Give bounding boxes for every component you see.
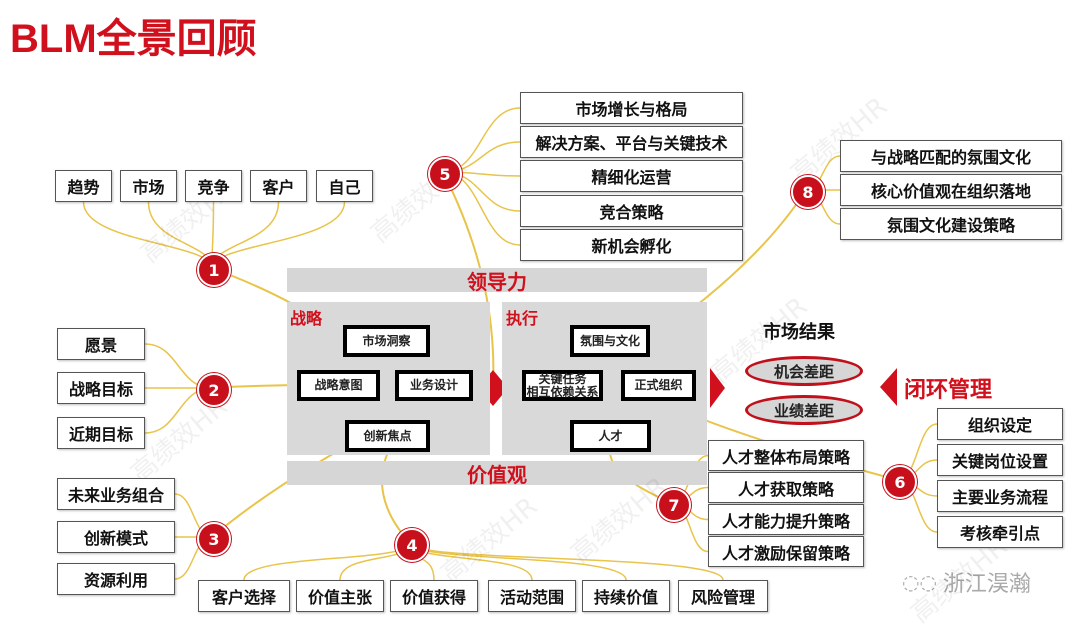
g5-item: 市场增长与格局: [520, 92, 743, 124]
performance-gap: 业绩差距: [745, 395, 863, 425]
strategy-item: 业务设计: [395, 370, 473, 401]
g4-item: 价值获得: [390, 580, 478, 612]
g5-item: 精细化运营: [520, 160, 743, 192]
g8-item: 氛围文化建设策略: [840, 208, 1062, 240]
g6-item: 关键岗位设置: [937, 444, 1063, 476]
g6-item: 主要业务流程: [937, 480, 1063, 512]
g7-item: 人才获取策略: [708, 472, 864, 503]
execution-label: 执行: [506, 309, 539, 328]
step-g1-badge: 1: [197, 253, 231, 287]
g6-item: 组织设定: [937, 408, 1063, 440]
g2-item: 愿景: [57, 328, 145, 360]
g2-item: 战略目标: [57, 372, 145, 404]
execution-item: 关键任务 相互依赖关系: [522, 370, 603, 401]
g7-item: 人才激励保留策略: [708, 536, 864, 567]
connector-line: [243, 542, 411, 581]
connector-line: [211, 201, 346, 269]
arrow-right-icon: [710, 368, 725, 408]
g5-item: 竞合策略: [520, 195, 743, 227]
g8-item: 核心价值观在组织落地: [840, 174, 1062, 206]
strategy-label: 战略: [290, 309, 323, 328]
market-result-title: 市场结果: [763, 322, 835, 343]
g6-item: 考核牵引点: [937, 516, 1063, 548]
g3-item: 未来业务组合: [57, 478, 175, 510]
g3-item: 创新模式: [57, 521, 175, 553]
arrow-left-icon: [880, 368, 897, 406]
execution-item: 正式组织: [621, 370, 696, 401]
closed-loop-label: 闭环管理: [904, 378, 993, 403]
g4-item: 风险管理: [678, 580, 768, 612]
leadership-label: 领导力: [467, 269, 527, 294]
wechat-logo: ◌◌ 浙江淏瀚: [902, 566, 1031, 598]
step-g6-badge: 6: [883, 465, 917, 499]
g4-item: 活动范围: [488, 580, 576, 612]
step-g2-badge: 2: [197, 373, 231, 407]
strategy-item: 市场洞察: [343, 325, 430, 357]
step-g8-badge: 8: [791, 175, 825, 209]
leadership-band: 领导力: [287, 268, 707, 294]
g4-item: 持续价值: [582, 580, 670, 612]
execution-item: 氛围与文化: [570, 325, 650, 357]
g8-item: 与战略匹配的氛围文化: [840, 140, 1062, 172]
g2-item: 近期目标: [57, 417, 145, 449]
g1-item: 市场: [120, 170, 177, 202]
g1-item: 趋势: [55, 170, 112, 202]
g1-item: 竞争: [185, 170, 242, 202]
g3-item: 资源利用: [57, 563, 175, 595]
strategy-item: 战略意图: [297, 370, 380, 401]
g1-item: 客户: [250, 170, 307, 202]
opportunity-gap: 机会差距: [745, 356, 863, 386]
g5-item: 新机会孵化: [520, 229, 743, 261]
g4-item: 价值主张: [296, 580, 384, 612]
step-g4-badge: 4: [395, 528, 429, 562]
step-g5-badge: 5: [428, 157, 462, 191]
g7-item: 人才能力提升策略: [708, 504, 864, 535]
g7-item: 人才整体布局策略: [708, 440, 864, 471]
execution-item: 人才: [570, 420, 651, 452]
step-g3-badge: 3: [197, 522, 231, 556]
g5-item: 解决方案、平台与关键技术: [520, 126, 743, 158]
wechat-icon: ◌◌: [902, 570, 937, 594]
strategy-item: 创新焦点: [345, 420, 430, 452]
page-title: BLM全景回顾: [10, 17, 257, 61]
logo-text: 浙江淏瀚: [942, 572, 1031, 597]
g1-item: 自己: [316, 170, 373, 202]
g4-item: 客户选择: [198, 580, 290, 612]
values-label: 价值观: [467, 462, 527, 487]
values-band: 价值观: [287, 461, 707, 487]
step-g7-badge: 7: [657, 488, 691, 522]
